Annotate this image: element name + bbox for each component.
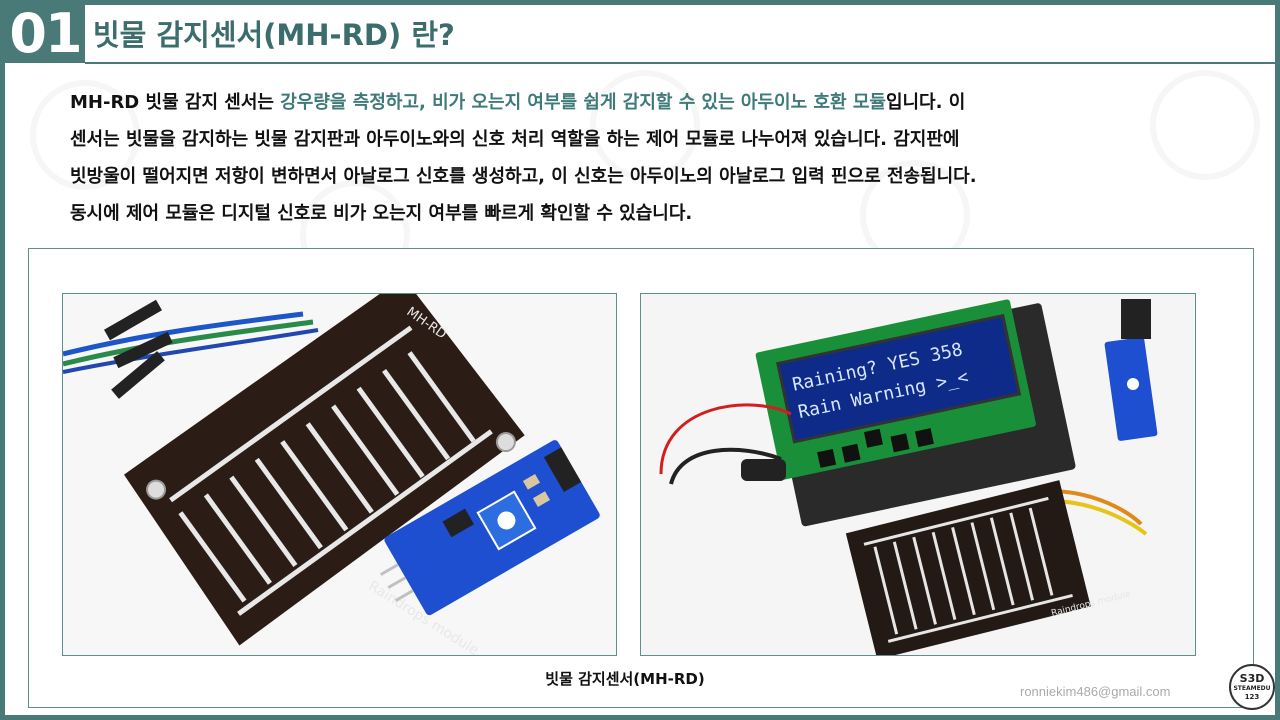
header-bar xyxy=(5,5,1275,63)
author-email: ronniekim486@gmail.com xyxy=(1020,684,1171,699)
description-line-3: 빗방울이 떨어지면 저항이 변하면서 아날로그 신호를 생성하고, 이 신호는 … xyxy=(70,166,977,187)
highlight-text: 강우량을 측정하고, 비가 오는지 여부를 쉽게 감지할 수 있는 아두이노 호… xyxy=(280,92,886,113)
rain-sensor-illustration: Raindrops module MH-RD xyxy=(63,294,616,655)
photo-caption: 빗물 감지센서(MH-RD) xyxy=(545,670,705,688)
header-divider xyxy=(85,62,1275,64)
description-paragraph: MH-RD 빗물 감지 센서는 강우량을 측정하고, 비가 오는지 여부를 쉽게… xyxy=(70,84,1230,232)
description-line-4: 동시에 제어 모듈은 디지털 신호로 비가 오는지 여부를 빠르게 확인할 수 … xyxy=(70,203,693,224)
sensor-photo-left: Raindrops module MH-RD xyxy=(62,293,617,656)
rain-demo-illustration: Raining? YES 358 Rain Warning >_< xyxy=(641,294,1195,655)
description-line-1: MH-RD 빗물 감지 센서는 강우량을 측정하고, 비가 오는지 여부를 쉽게… xyxy=(70,92,966,113)
sensor-photo-right: Raining? YES 358 Rain Warning >_< xyxy=(640,293,1196,656)
slide-title: 빗물 감지센서(MH-RD) 란? xyxy=(93,18,455,52)
description-line-2: 센서는 빗물을 감지하는 빗물 감지판과 아두이노와의 신호 처리 역할을 하는… xyxy=(70,129,960,150)
section-number: 01 xyxy=(5,5,85,63)
steamedu-logo: S3D STEAMEDU 123 xyxy=(1229,664,1275,710)
